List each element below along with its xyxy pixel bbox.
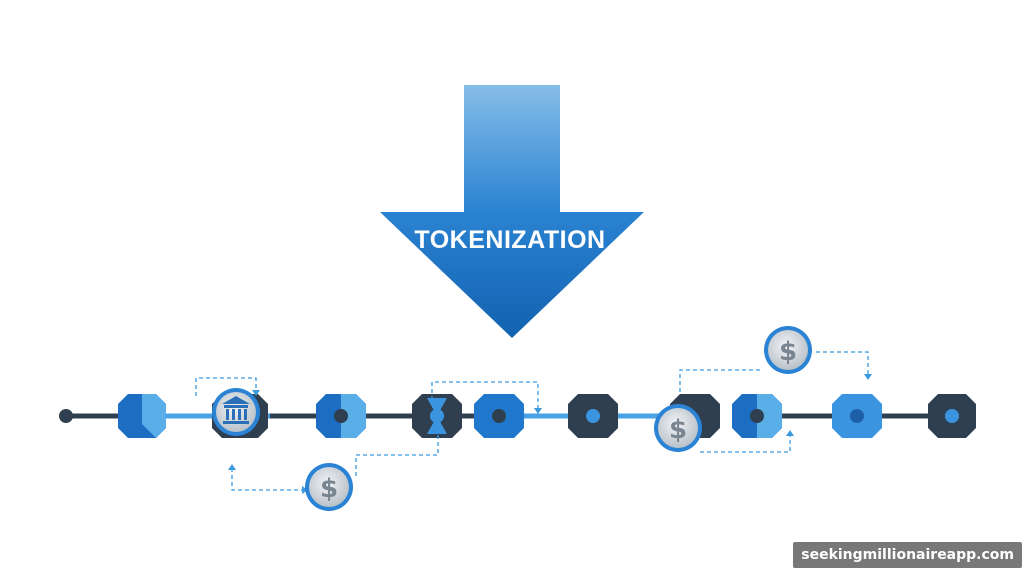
building-icon [212, 388, 260, 436]
dashed-arrowheads [228, 374, 872, 494]
block-3 [316, 394, 366, 438]
block-4 [412, 394, 462, 438]
watermark: seekingmillionaireapp.com [793, 542, 1022, 568]
block-1 [118, 394, 166, 438]
dashed-connectors [195, 351, 869, 491]
block-6 [568, 394, 618, 438]
block-5 [474, 394, 524, 438]
dollar-coin-icon: $ [305, 463, 353, 511]
dollar-coin-icon: $ [654, 404, 702, 452]
svg-text:$: $ [669, 415, 687, 445]
block-10 [928, 394, 976, 438]
block-8 [732, 394, 782, 438]
svg-text:$: $ [320, 474, 338, 504]
tokenization-arrow [380, 85, 644, 338]
svg-text:$: $ [779, 337, 797, 367]
block-9 [832, 394, 882, 438]
dollar-coin-icon: $ [764, 326, 812, 374]
arrow-label: TOKENIZATION [414, 226, 606, 254]
